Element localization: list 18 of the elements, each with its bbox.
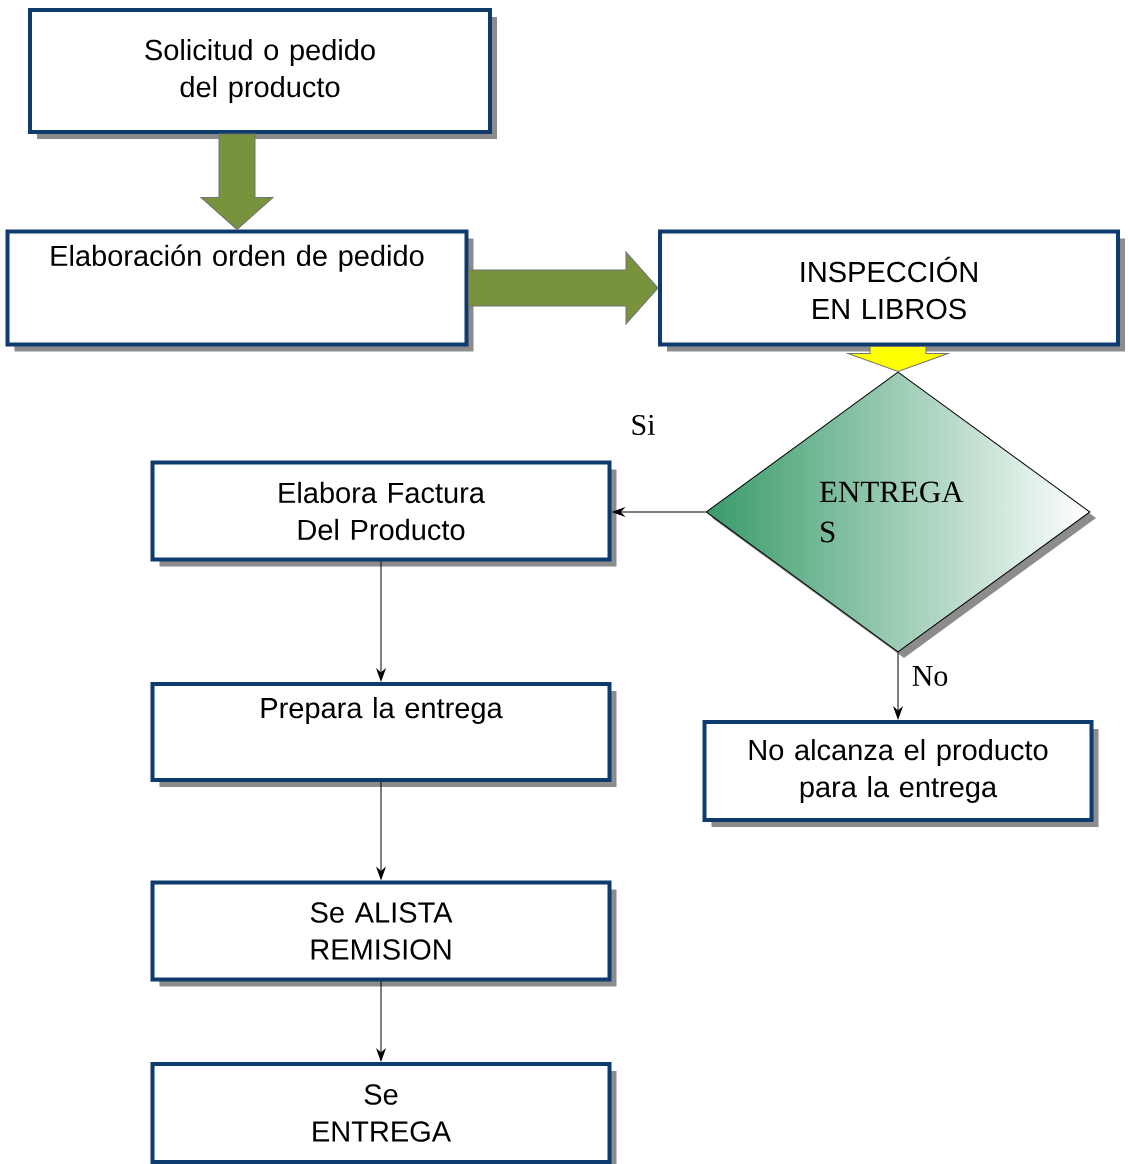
- process-box: No alcanza el producto para la entrega: [702, 720, 1099, 827]
- process-box: Se ALISTA REMISION: [150, 880, 617, 987]
- edge-label: No: [912, 666, 948, 686]
- arrow: [612, 507, 706, 517]
- block-arrow: [200, 133, 274, 230]
- process-box: Prepara la entrega: [150, 682, 617, 787]
- edge-label: Si: [632, 414, 655, 436]
- process-box: INSPECCIÓN EN LIBROS: [658, 229, 1125, 352]
- block-arrow: [468, 251, 659, 325]
- arrow: [893, 652, 903, 719]
- process-box: Elabora Factura Del Producto: [150, 460, 617, 567]
- block-arrow: [847, 346, 949, 372]
- process-box: Solicitud o pedido del producto: [28, 8, 497, 139]
- process-box: Elaboración orden de pedido: [5, 229, 474, 352]
- arrow: [376, 781, 386, 880]
- process-box: Se ENTREGA: [150, 1062, 617, 1164]
- arrow: [376, 981, 386, 1061]
- arrow: [376, 561, 386, 681]
